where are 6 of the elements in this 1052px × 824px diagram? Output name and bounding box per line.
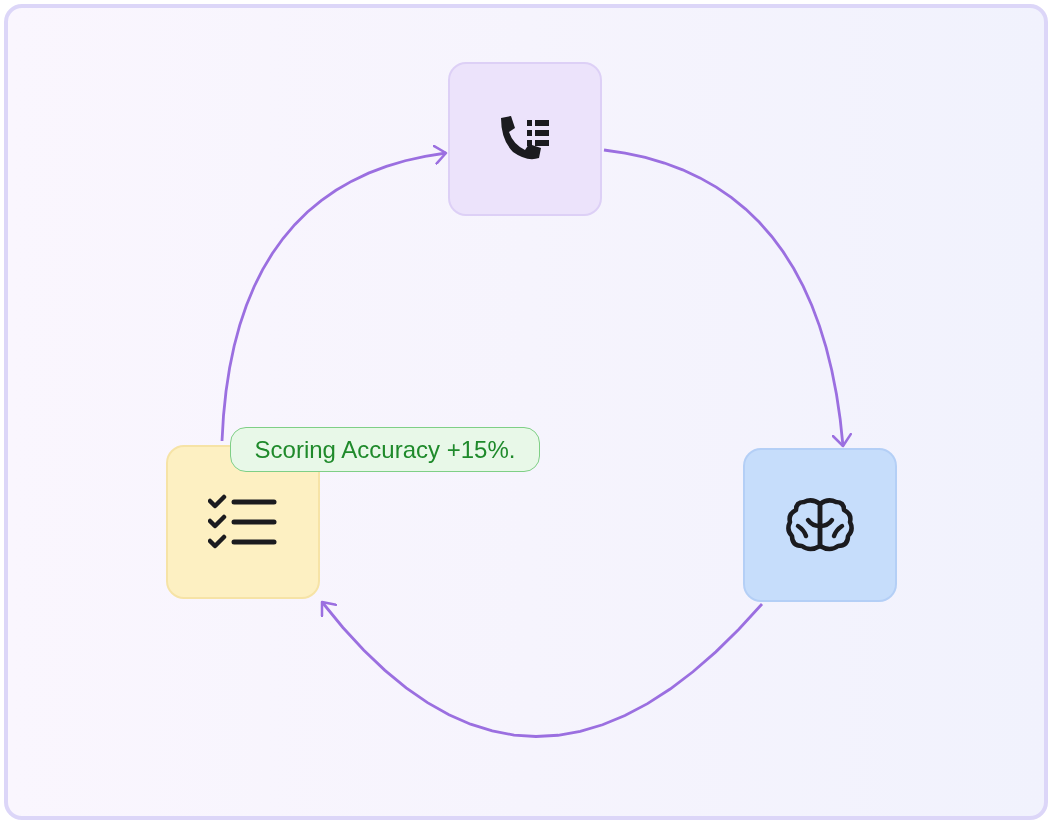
curved-arrow — [603, 148, 853, 448]
icon-tile — [743, 448, 897, 602]
icon-tile — [448, 62, 602, 216]
curved-arrow — [320, 600, 764, 738]
curved-arrow — [220, 144, 448, 442]
accuracy-badge: Scoring Accuracy +15%. — [230, 427, 540, 472]
